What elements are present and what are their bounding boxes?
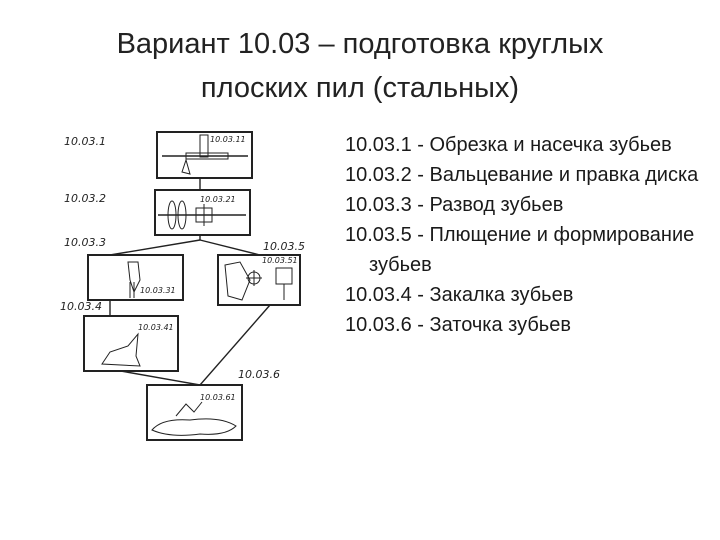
slide-title: Вариант 10.03 – подготовка круглых плоск…	[40, 22, 680, 110]
title-line-1: Вариант 10.03 – подготовка круглых	[116, 28, 604, 60]
step-label-1: 10.03.1	[64, 135, 106, 148]
operation-item-5: 10.03.4 - Закалка зубьев	[345, 284, 574, 306]
box-label-2: 10.03.21	[200, 195, 236, 204]
operations-list: 10.03.1 - Обрезка и насечка зубьев 10.03…	[345, 130, 705, 340]
operation-box-6: 10.03.61	[146, 384, 243, 441]
operation-box-4: 10.03.41	[83, 315, 179, 372]
step-label-4: 10.03.4	[60, 300, 102, 313]
box-label-3: 10.03.31	[140, 286, 176, 295]
box-label-6: 10.03.61	[200, 393, 236, 402]
operation-item-2: 10.03.2 - Вальцевание и правка диска	[345, 164, 699, 186]
title-line-2: плоских пил (стальных)	[200, 72, 520, 104]
operation-box-1: 10.03.11	[156, 131, 253, 179]
step-label-2: 10.03.2	[64, 192, 106, 205]
box-label-4: 10.03.41	[138, 323, 174, 332]
operation-box-2: 10.03.21	[154, 189, 251, 236]
flow-connectors	[109, 178, 271, 386]
operation-item-1: 10.03.1 - Обрезка и насечка зубьев	[345, 134, 672, 156]
step-label-5: 10.03.5	[263, 240, 305, 253]
operation-item-4: 10.03.5 - Плющение и формирование зубьев	[345, 224, 695, 276]
box-label-1: 10.03.11	[210, 135, 246, 144]
step-label-3: 10.03.3	[64, 236, 106, 249]
operation-item-3: 10.03.3 - Развод зубьев	[345, 194, 564, 216]
process-flow-diagram: 10.03.1 10.03.2 10.03.3 10.03.5 10.03.4 …	[60, 131, 305, 441]
box-label-5: 10.03.51	[262, 256, 298, 265]
operation-box-5: 10.03.51	[217, 254, 301, 306]
operation-item-6: 10.03.6 - Заточка зубьев	[345, 314, 571, 336]
step-label-6: 10.03.6	[238, 368, 280, 381]
operation-box-3: 10.03.31	[87, 254, 184, 301]
